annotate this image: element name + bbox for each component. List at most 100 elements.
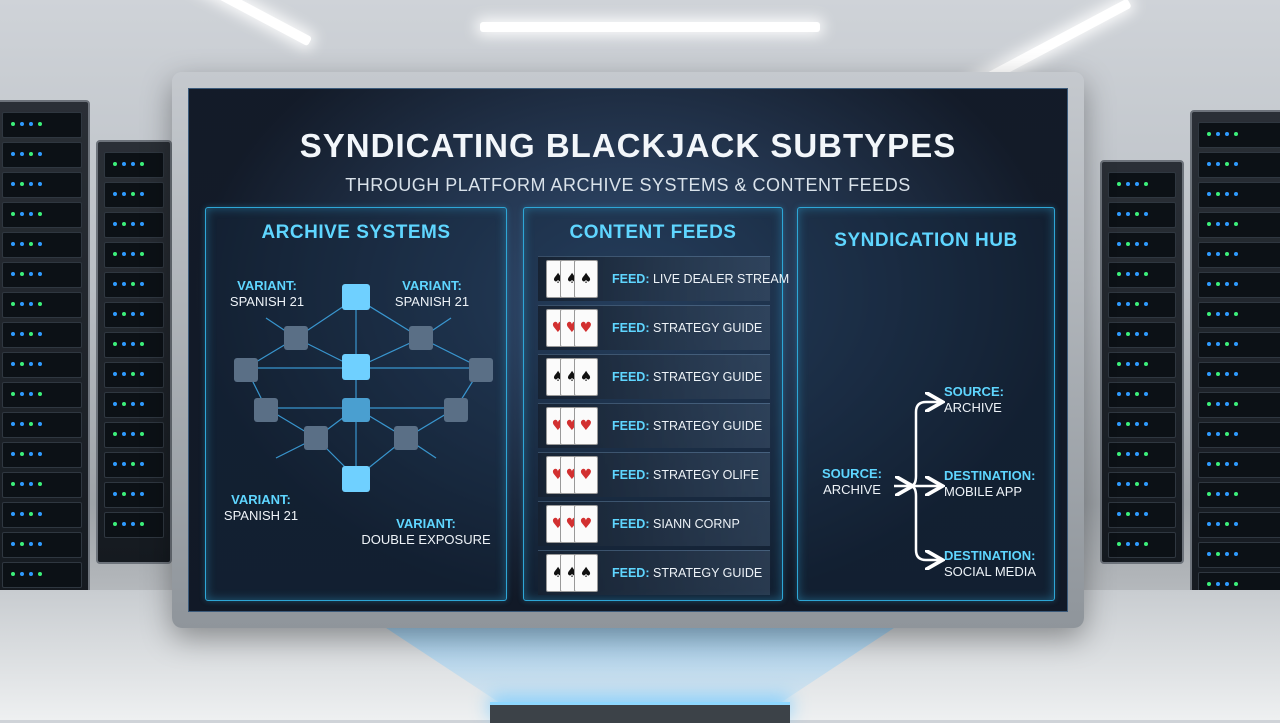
spade-cards-icon: ♠♠♠ (546, 260, 606, 298)
status-led-icon (1135, 182, 1139, 186)
status-led-icon (131, 282, 135, 286)
feed-row[interactable]: ♠♠♠FEED: LIVE DEALER STREAM (538, 256, 789, 301)
status-led-icon (131, 312, 135, 316)
status-led-icon (1126, 512, 1130, 516)
status-led-icon (29, 152, 33, 156)
feed-row[interactable]: ♥♥♥FEED: STRATEGY OLIFE (538, 452, 770, 497)
status-led-icon (113, 312, 117, 316)
feed-row[interactable]: ♠♠♠FEED: STRATEGY GUIDE (538, 354, 770, 399)
status-led-icon (38, 242, 42, 246)
status-led-icon (131, 462, 135, 466)
status-led-icon (1144, 302, 1148, 306)
rack-unit (2, 382, 82, 408)
status-led-icon (20, 182, 24, 186)
rack-unit (1198, 452, 1280, 478)
rack-unit (104, 422, 164, 448)
rack-unit (2, 142, 82, 168)
rack-unit (104, 392, 164, 418)
rack-unit (1198, 482, 1280, 508)
status-led-icon (38, 542, 42, 546)
rack-unit (2, 562, 82, 588)
status-led-icon (29, 392, 33, 396)
status-led-icon (1117, 362, 1121, 366)
status-led-icon (1117, 422, 1121, 426)
status-led-icon (38, 332, 42, 336)
content-feeds-panel: CONTENT FEEDS ♠♠♠FEED: LIVE DEALER STREA… (523, 207, 789, 601)
status-led-icon (20, 152, 24, 156)
rack-unit (1198, 332, 1280, 358)
status-led-icon (1225, 162, 1229, 166)
status-led-icon (1225, 192, 1229, 196)
status-led-icon (29, 572, 33, 576)
rack-unit (1198, 302, 1280, 328)
rack-unit (2, 112, 82, 138)
status-led-icon (1225, 252, 1229, 256)
rack-unit (1108, 262, 1176, 288)
status-led-icon (1117, 512, 1121, 516)
status-led-icon (122, 192, 126, 196)
status-led-icon (1207, 522, 1211, 526)
feed-value: STRATEGY GUIDE (652, 419, 763, 433)
display-screen: SYNDICATING BLACKJACK SUBTYPES THROUGH P… (188, 88, 1068, 612)
status-led-icon (38, 392, 42, 396)
status-led-icon (122, 312, 126, 316)
rack-unit (104, 152, 164, 178)
status-led-icon (29, 242, 33, 246)
feed-row[interactable]: ♥♥♥FEED: STRATEGY GUIDE (538, 403, 770, 448)
status-led-icon (1207, 582, 1211, 586)
status-led-icon (140, 462, 144, 466)
rack-unit (1108, 202, 1176, 228)
status-led-icon (1144, 182, 1148, 186)
status-led-icon (38, 362, 42, 366)
archive-label-1: VARIANT: SPANISH 21 (222, 278, 312, 310)
rack-unit (1198, 182, 1280, 208)
status-led-icon (1216, 402, 1220, 406)
server-rack-left (0, 100, 90, 604)
status-led-icon (20, 392, 24, 396)
rack-unit (1108, 532, 1176, 558)
status-led-icon (1225, 522, 1229, 526)
status-led-icon (113, 432, 117, 436)
status-led-icon (1144, 332, 1148, 336)
status-led-icon (1117, 302, 1121, 306)
status-led-icon (1207, 222, 1211, 226)
feed-row[interactable]: ♥♥♥FEED: STRATEGY GUIDE (538, 305, 770, 350)
archive-label-value: DOUBLE EXPOSURE (361, 532, 491, 547)
hub-target-value: ARCHIVE (944, 400, 1002, 415)
status-led-icon (1234, 192, 1238, 196)
status-led-icon (38, 272, 42, 276)
status-led-icon (1117, 182, 1121, 186)
status-led-icon (1117, 542, 1121, 546)
status-led-icon (1135, 512, 1139, 516)
rack-unit (2, 172, 82, 198)
status-led-icon (1225, 132, 1229, 136)
status-led-icon (11, 272, 15, 276)
hub-target-key: SOURCE: (944, 384, 1004, 399)
status-led-icon (131, 432, 135, 436)
rack-unit (2, 292, 82, 318)
status-led-icon (140, 342, 144, 346)
status-led-icon (20, 332, 24, 336)
status-led-icon (38, 422, 42, 426)
feed-row[interactable]: ♥♥♥FEED: SIANN CORNP (538, 501, 770, 546)
heart-cards-icon: ♥♥♥ (546, 505, 606, 543)
rack-unit (2, 472, 82, 498)
feed-row[interactable]: ♠♠♠FEED: STRATEGY GUIDE (538, 550, 770, 595)
rack-unit (1198, 392, 1280, 418)
feed-label: FEED: STRATEGY GUIDE (612, 419, 762, 433)
rack-unit (1108, 502, 1176, 528)
status-led-icon (1144, 362, 1148, 366)
status-led-icon (122, 222, 126, 226)
status-led-icon (140, 162, 144, 166)
status-led-icon (1234, 492, 1238, 496)
playing-card-icon: ♥ (574, 309, 598, 347)
status-led-icon (1225, 372, 1229, 376)
status-led-icon (122, 522, 126, 526)
rack-unit (1108, 172, 1176, 198)
status-led-icon (1225, 552, 1229, 556)
status-led-icon (1234, 372, 1238, 376)
status-led-icon (113, 462, 117, 466)
status-led-icon (11, 572, 15, 576)
rack-unit (2, 502, 82, 528)
status-led-icon (38, 512, 42, 516)
